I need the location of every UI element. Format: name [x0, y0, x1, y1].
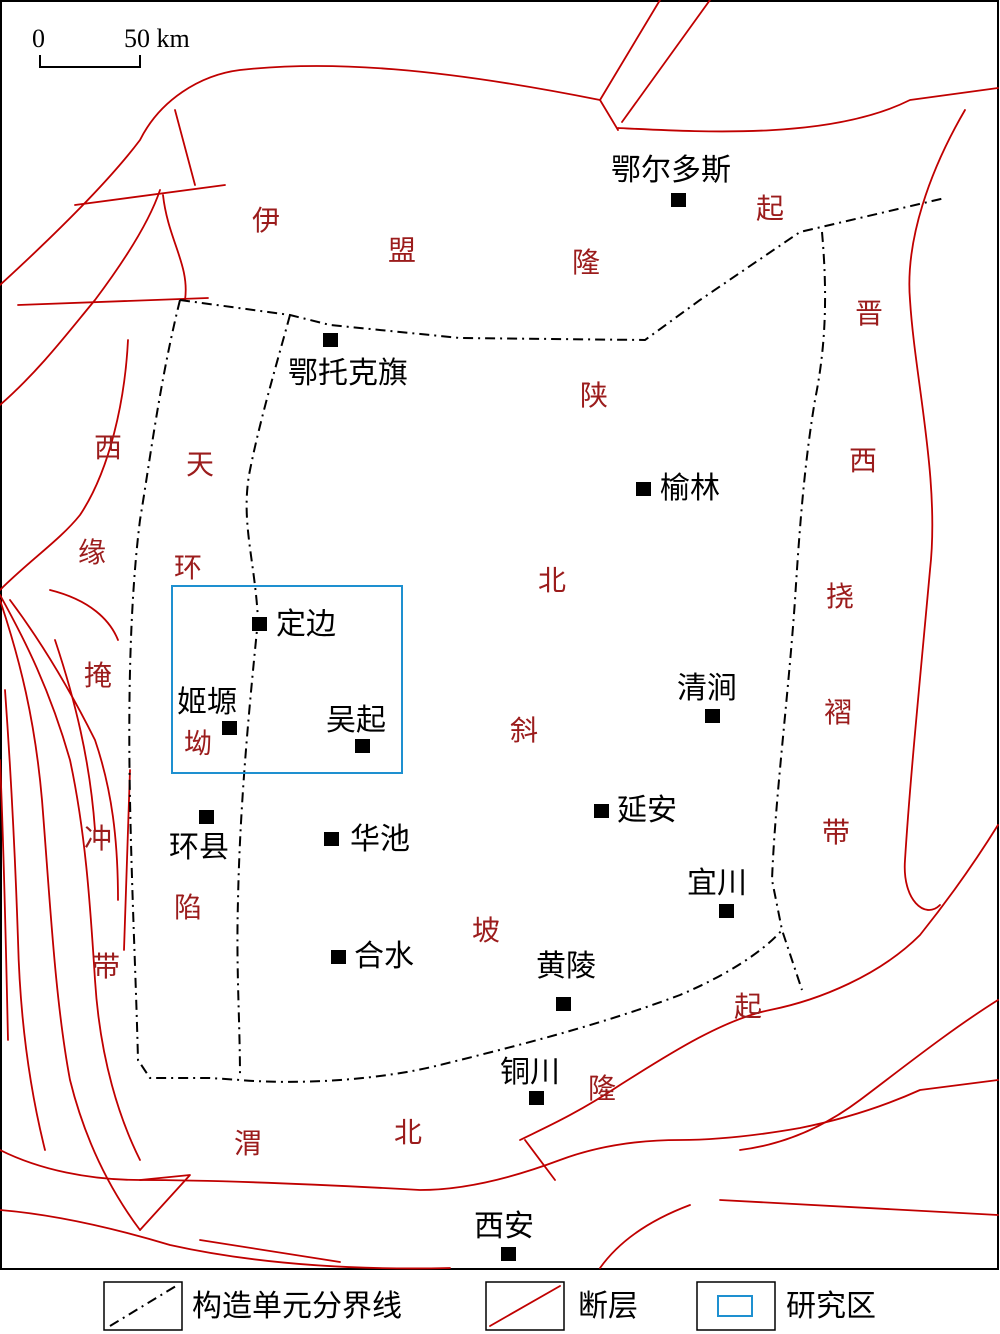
city-marker-heshui	[331, 950, 346, 964]
legend-item-fault: 断层	[485, 1281, 638, 1331]
region-char: 隆	[588, 1072, 616, 1105]
legend: 构造单元分界线 断层 研究区	[103, 1281, 876, 1331]
region-char: 带	[92, 950, 120, 983]
region-char: 盟	[388, 234, 416, 267]
region-char: 起	[756, 192, 784, 225]
region-char: 北	[538, 564, 566, 597]
city-label-dingbian: 定边	[276, 607, 336, 642]
study-area-box	[171, 585, 403, 774]
region-labels: 伊 盟 隆 起 晋 西 挠 褶 带 陕 北 斜 坡 西 缘 掩 冲 带 天 环 …	[78, 192, 883, 1160]
city-marker-qingjian	[705, 709, 720, 723]
city-marker-huanxian	[199, 810, 214, 824]
city-label-tongchuan: 铜川	[500, 1055, 560, 1090]
city-marker-jiyuan	[222, 721, 237, 735]
city-marker-huachi	[324, 832, 339, 846]
legend-boundary-label: 构造单元分界线	[192, 1289, 402, 1324]
region-char: 冲	[84, 822, 112, 855]
city-marker-wuqi	[355, 739, 370, 753]
city-marker-ordos	[671, 193, 686, 207]
city-label-yichuan: 宜川	[687, 866, 747, 901]
city-marker-xian	[501, 1247, 516, 1261]
region-char: 西	[849, 444, 877, 477]
city-label-yulin: 榆林	[660, 471, 720, 506]
city-label-yanan: 延安	[617, 793, 677, 828]
city-label-etuokeqi: 鄂托克旗	[288, 356, 408, 391]
legend-fault-label: 断层	[578, 1289, 638, 1324]
region-char: 坳	[184, 727, 212, 760]
region-char: 褶	[824, 696, 852, 729]
region-char: 挠	[826, 580, 854, 613]
city-label-huangling: 黄陵	[536, 949, 596, 984]
city-marker-yichuan	[719, 904, 734, 918]
scale-zero-label: 0	[32, 24, 45, 53]
region-char: 北	[394, 1116, 422, 1149]
city-label-ordos: 鄂尔多斯	[611, 153, 731, 188]
city-marker-yanan	[594, 804, 609, 818]
region-char: 起	[734, 990, 762, 1023]
legend-study-area-label: 研究区	[786, 1289, 876, 1324]
city-label-jiyuan: 姬塬	[177, 685, 237, 720]
city-label-huanxian: 环县	[169, 830, 229, 865]
region-char: 西	[94, 431, 122, 464]
tectonic-boundaries	[128, 197, 946, 1083]
scale-bar: 0 50 km	[32, 24, 190, 68]
legend-item-boundary: 构造单元分界线	[103, 1281, 402, 1331]
region-char: 渭	[234, 1127, 262, 1160]
city-label-wuqi: 吴起	[326, 703, 386, 738]
legend-item-study-area: 研究区	[696, 1281, 876, 1331]
city-label-qingjian: 清涧	[677, 671, 737, 706]
region-char: 环	[174, 551, 202, 584]
region-char: 晋	[855, 297, 883, 330]
fault-lines	[0, 0, 999, 1270]
region-char: 带	[822, 816, 850, 849]
city-marker-yulin	[636, 482, 651, 496]
city-marker-etuokeqi	[323, 333, 338, 347]
region-char: 缘	[78, 536, 106, 569]
region-char: 伊	[252, 204, 280, 237]
city-label-huachi: 华池	[350, 822, 410, 857]
region-char: 天	[186, 448, 214, 481]
scale-distance-label: 50 km	[124, 24, 190, 53]
region-char: 隆	[572, 246, 600, 279]
city-marker-huangling	[556, 997, 571, 1011]
city-label-heshui: 合水	[354, 939, 414, 974]
region-char: 坡	[472, 914, 500, 947]
city-label-xian: 西安	[474, 1209, 534, 1244]
region-char: 陷	[174, 891, 202, 924]
city-labels: 鄂尔多斯 鄂托克旗 榆林 定边 姬塬 吴起 清涧 延安 环县 华池 宜川 合水 …	[169, 153, 747, 1244]
region-char: 掩	[84, 659, 112, 692]
city-marker-dingbian	[252, 617, 267, 631]
region-char: 斜	[510, 714, 538, 747]
city-marker-tongchuan	[529, 1091, 544, 1105]
map-frame	[0, 0, 999, 1270]
city-markers	[199, 193, 734, 1261]
region-char: 陕	[580, 379, 608, 412]
